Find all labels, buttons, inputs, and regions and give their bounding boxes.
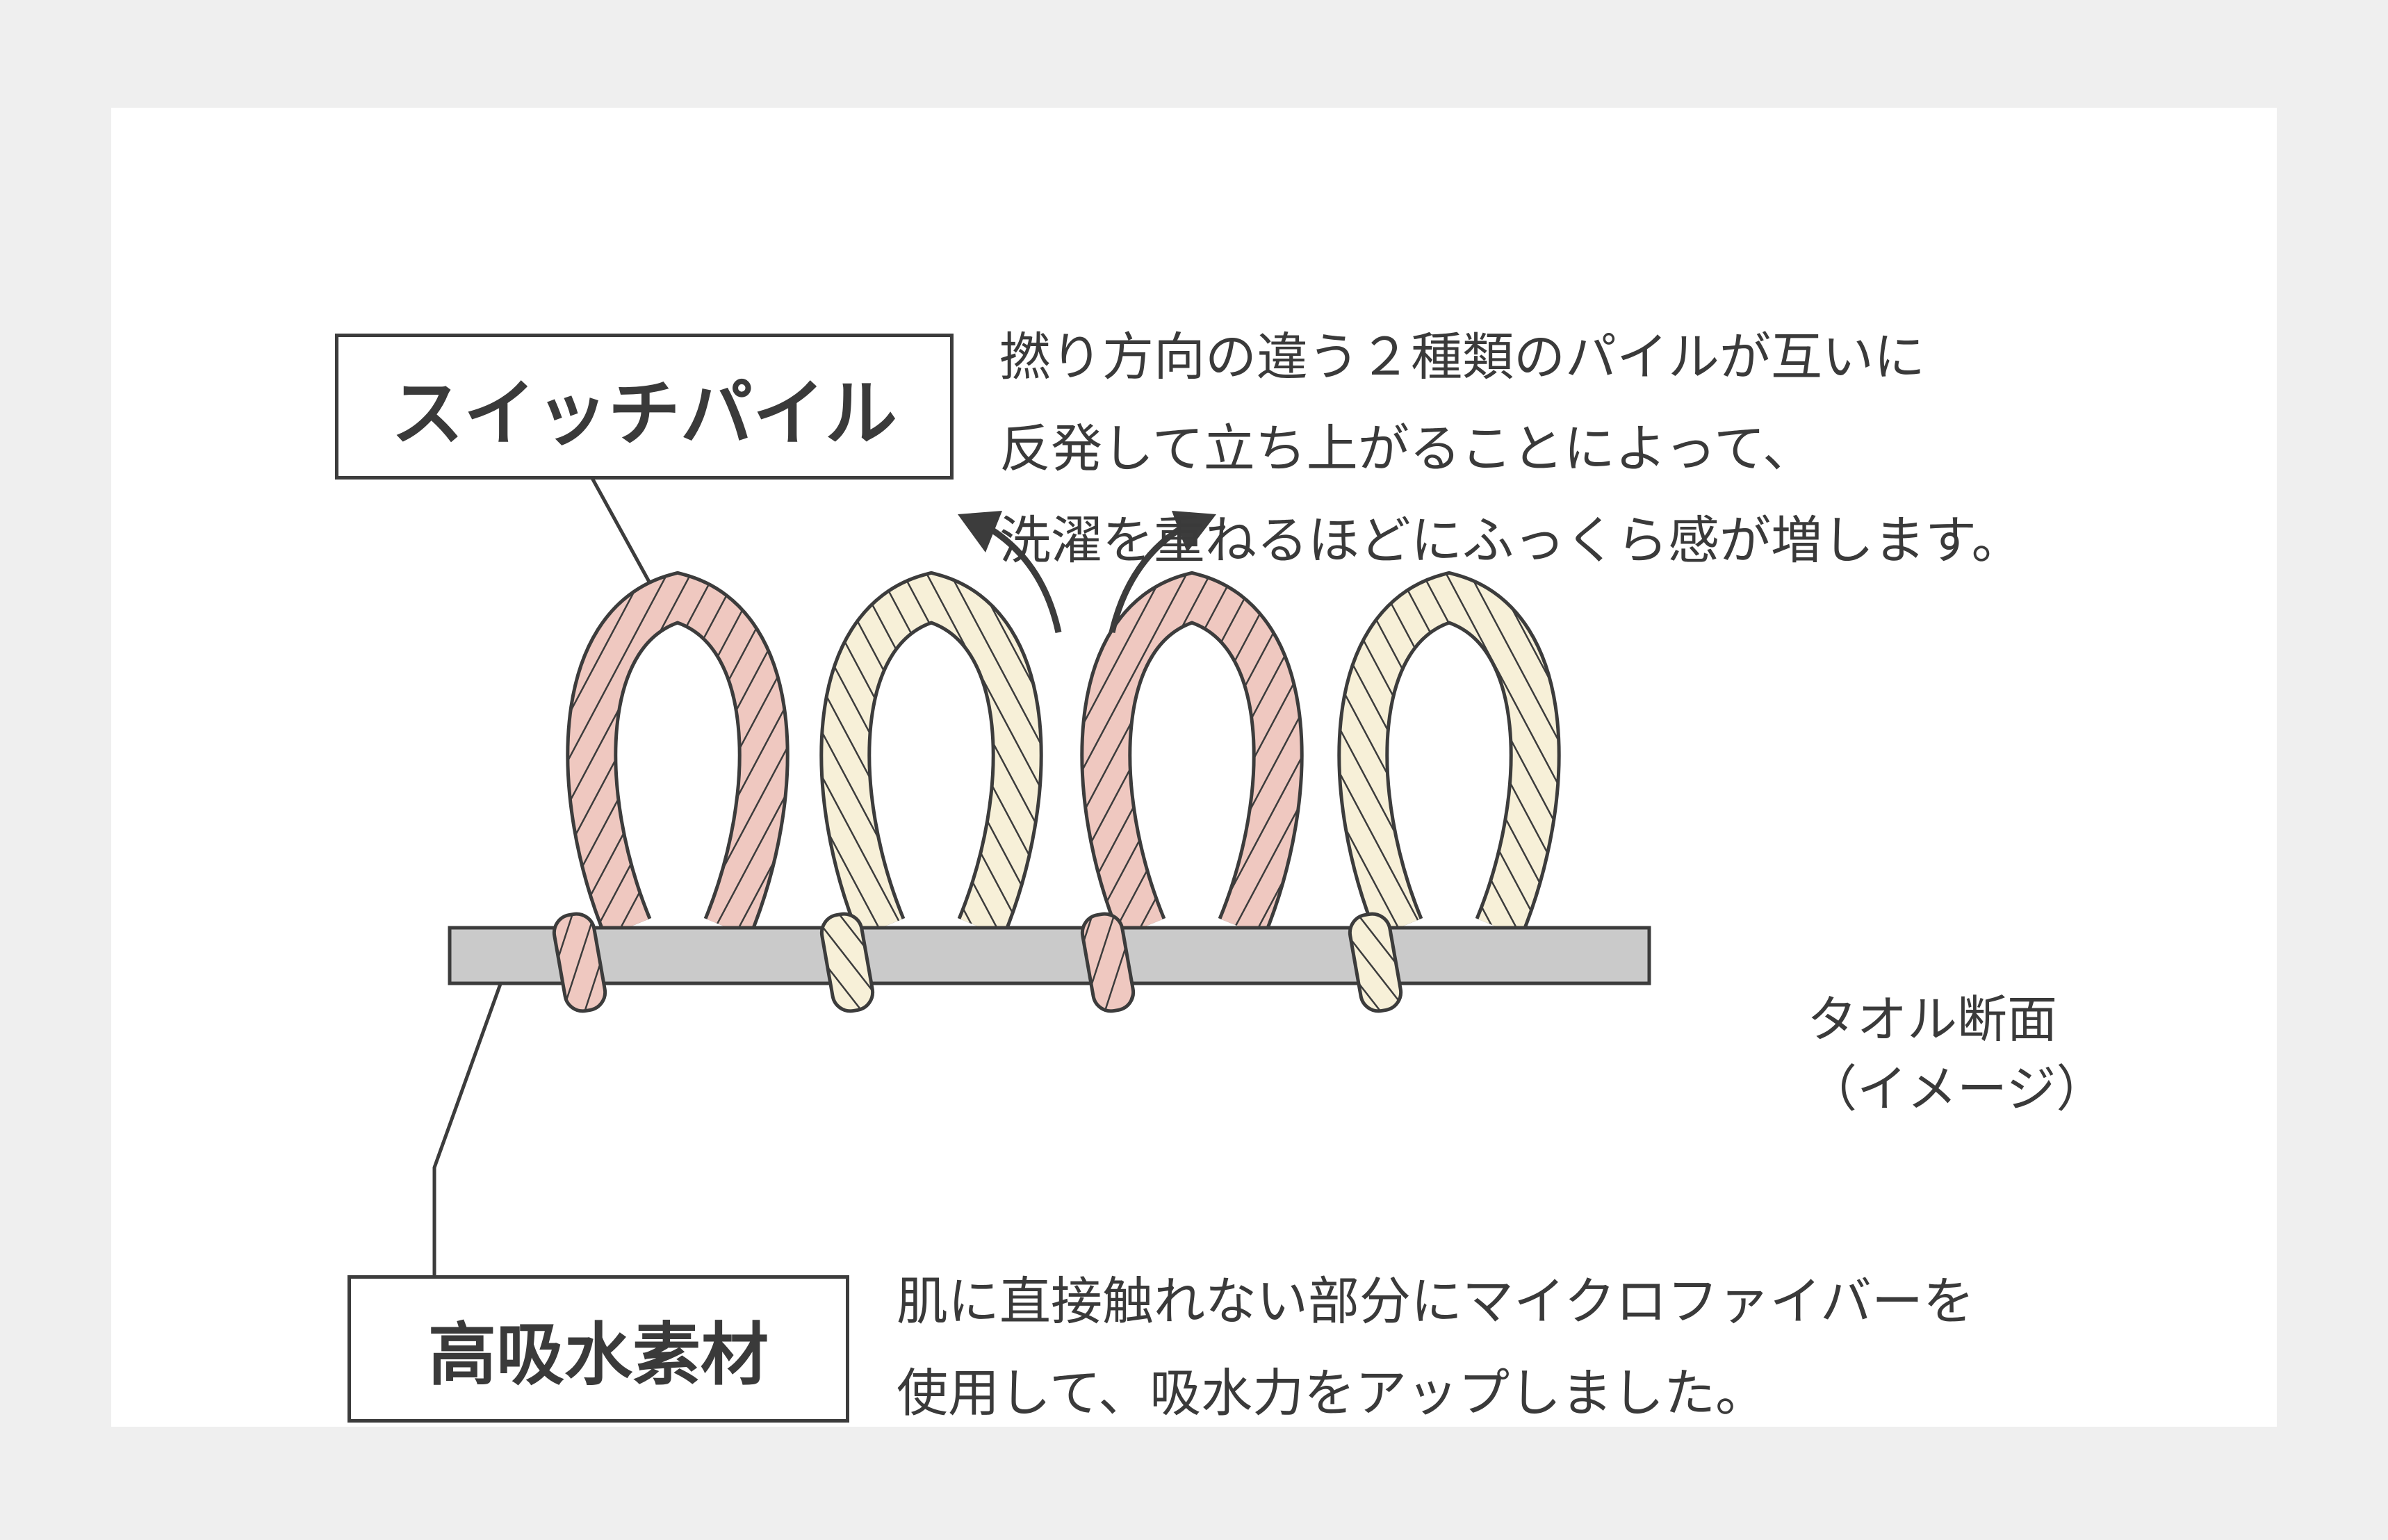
right-arrow-head (1172, 511, 1216, 552)
pile-description: 撚り方向の違う２種類のパイルが互いに 反発して立ち上がることによって、 洗濯を重… (999, 311, 2023, 587)
switch-pile-label: スイッチパイル (335, 334, 954, 480)
cream-pile-loop (1341, 574, 1557, 937)
section-label-line: （イメージ） (1807, 1060, 2107, 1118)
pink-anchor-stitch (552, 912, 607, 1013)
pink-pile-loop (1083, 574, 1300, 937)
section-label-line: タオル断面 (1807, 990, 2058, 1049)
pink-anchor-stitch (1080, 912, 1136, 1013)
right-arrow-shaft (1109, 522, 1189, 634)
material-leader-line (432, 974, 506, 1275)
material-description-line: 使用して、吸水力をアップしました。 (897, 1363, 1767, 1423)
cream-anchor-stitch (819, 912, 875, 1013)
left-arrow-shaft (981, 522, 1062, 633)
absorbent-material-label: 高吸水素材 (347, 1275, 849, 1423)
cream-pile-loop (823, 574, 1040, 937)
pile-description-line: 洗濯を重ねるほどにふっくら感が増します。 (999, 511, 2023, 571)
material-description-line: 肌に直接触れない部分にマイクロファイバーを (897, 1272, 1975, 1332)
towel-base-layer (448, 926, 1651, 985)
pile-description-line: 反発して立ち上がることによって、 (999, 419, 1815, 479)
section-label: タオル断面 （イメージ） (1807, 985, 2107, 1124)
illustration-card: スイッチパイル 高吸水素材 撚り方向の違う２種類のパイルが互いに 反発して立ち上… (111, 108, 2277, 1427)
left-arrow-head (958, 511, 1002, 552)
pile-description-line: 撚り方向の違う２種類のパイルが互いに (999, 327, 1925, 387)
towel-cross-section-diagram (432, 366, 1651, 1275)
pink-pile-loop (569, 574, 786, 937)
cream-anchor-stitch (1348, 912, 1403, 1013)
material-description: 肌に直接触れない部分にマイクロファイバーを 使用して、吸水力をアップしました。 (897, 1256, 1974, 1439)
